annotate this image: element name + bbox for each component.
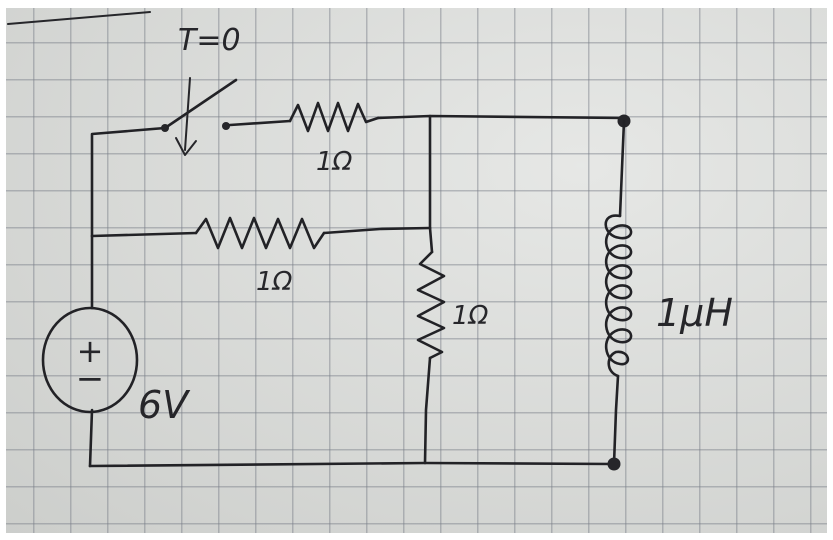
inductor-coil xyxy=(604,214,633,378)
voltage-source: + − xyxy=(41,306,139,414)
wire-vres-bottom xyxy=(423,356,432,465)
switch xyxy=(161,77,238,156)
wire-left-upper xyxy=(90,126,167,238)
grid-paper xyxy=(6,8,827,533)
wire-bottom xyxy=(88,461,616,468)
source-plus-sign: + xyxy=(77,332,104,370)
resistor-top xyxy=(288,101,380,133)
switch-label: T=0 xyxy=(178,23,241,58)
wire-left-lower xyxy=(88,408,94,468)
switch-contact-right xyxy=(222,122,230,130)
wire-right-upper xyxy=(618,119,626,218)
wire-right-lower xyxy=(612,374,620,466)
inductor-label: 1μH xyxy=(656,291,733,335)
switch-arrow-shaft xyxy=(184,77,191,151)
source-label: 6V xyxy=(138,383,191,427)
stray-pen-mark xyxy=(7,11,151,25)
source-minus-sign: − xyxy=(76,359,105,399)
wire-top-b xyxy=(376,114,626,120)
resistor-middle-label: 1Ω xyxy=(256,267,293,297)
wire-vres-top xyxy=(428,226,434,254)
switch-blade xyxy=(166,78,238,128)
resistor-vertical xyxy=(416,250,446,360)
switch-arrow-head xyxy=(175,137,197,156)
resistor-vertical-label: 1Ω xyxy=(452,301,489,331)
source-circle xyxy=(41,306,139,414)
wire-mid-b xyxy=(322,226,432,235)
resistor-middle xyxy=(194,216,326,250)
wire-mid-a xyxy=(90,231,198,238)
resistor-top-label: 1Ω xyxy=(316,147,353,177)
terminal-bottom-right xyxy=(607,457,621,471)
wire-top-a xyxy=(228,119,292,127)
